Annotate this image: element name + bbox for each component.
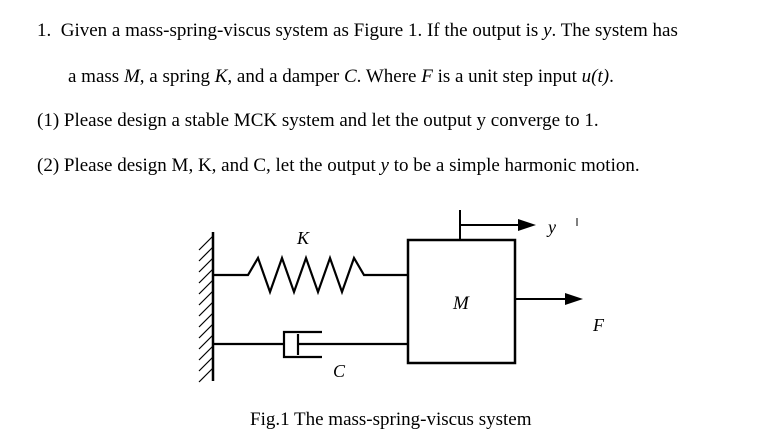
- text-seg: . Where: [356, 66, 422, 87]
- input-F-arrowhead: [565, 293, 583, 305]
- damper: [213, 330, 408, 359]
- part-1: (1) Please design a stable MCK system an…: [37, 110, 599, 131]
- mass-block: [406, 238, 517, 365]
- question-line-1: 1. Given a mass-spring-viscus system as …: [37, 20, 678, 42]
- question-number: 1.: [37, 20, 52, 41]
- output-y-arrowhead: [518, 219, 536, 231]
- output-y-arrow: [459, 210, 520, 240]
- text-seg: , a spring: [139, 66, 215, 87]
- text-seg: to be a simple harmonic motion.: [388, 155, 640, 176]
- question-text-b: . The system has: [551, 20, 678, 41]
- label-C: C: [333, 361, 346, 381]
- text-seg: a mass: [68, 66, 124, 87]
- var-u: u(t): [581, 66, 610, 87]
- text-seg: , and a damper: [227, 66, 344, 87]
- label-K: K: [296, 228, 310, 248]
- spring: [213, 254, 408, 296]
- var-M: M: [123, 66, 140, 87]
- var-y: y: [543, 20, 552, 41]
- var-K: K: [214, 66, 228, 87]
- var-y: y: [380, 155, 389, 176]
- var-C: C: [343, 66, 357, 87]
- label-M: M: [452, 293, 470, 314]
- wall-hatching: [198, 235, 214, 383]
- part-2: (2) Please design M, K, and C, let the o…: [37, 155, 640, 177]
- text-seg: .: [609, 66, 614, 87]
- figure-caption: Fig.1 The mass-spring-viscus system: [250, 409, 532, 430]
- label-F: F: [592, 315, 605, 335]
- label-y: y: [546, 217, 556, 237]
- text-seg: (2) Please design M, K, and C, let the o…: [37, 155, 381, 176]
- text-seg: is a unit step input: [432, 66, 582, 87]
- question-text-a: Given a mass-spring-viscus system as Fig…: [60, 20, 544, 41]
- question-line-2: a mass M, a spring K, and a damper C. Wh…: [68, 66, 614, 88]
- var-F: F: [421, 66, 433, 87]
